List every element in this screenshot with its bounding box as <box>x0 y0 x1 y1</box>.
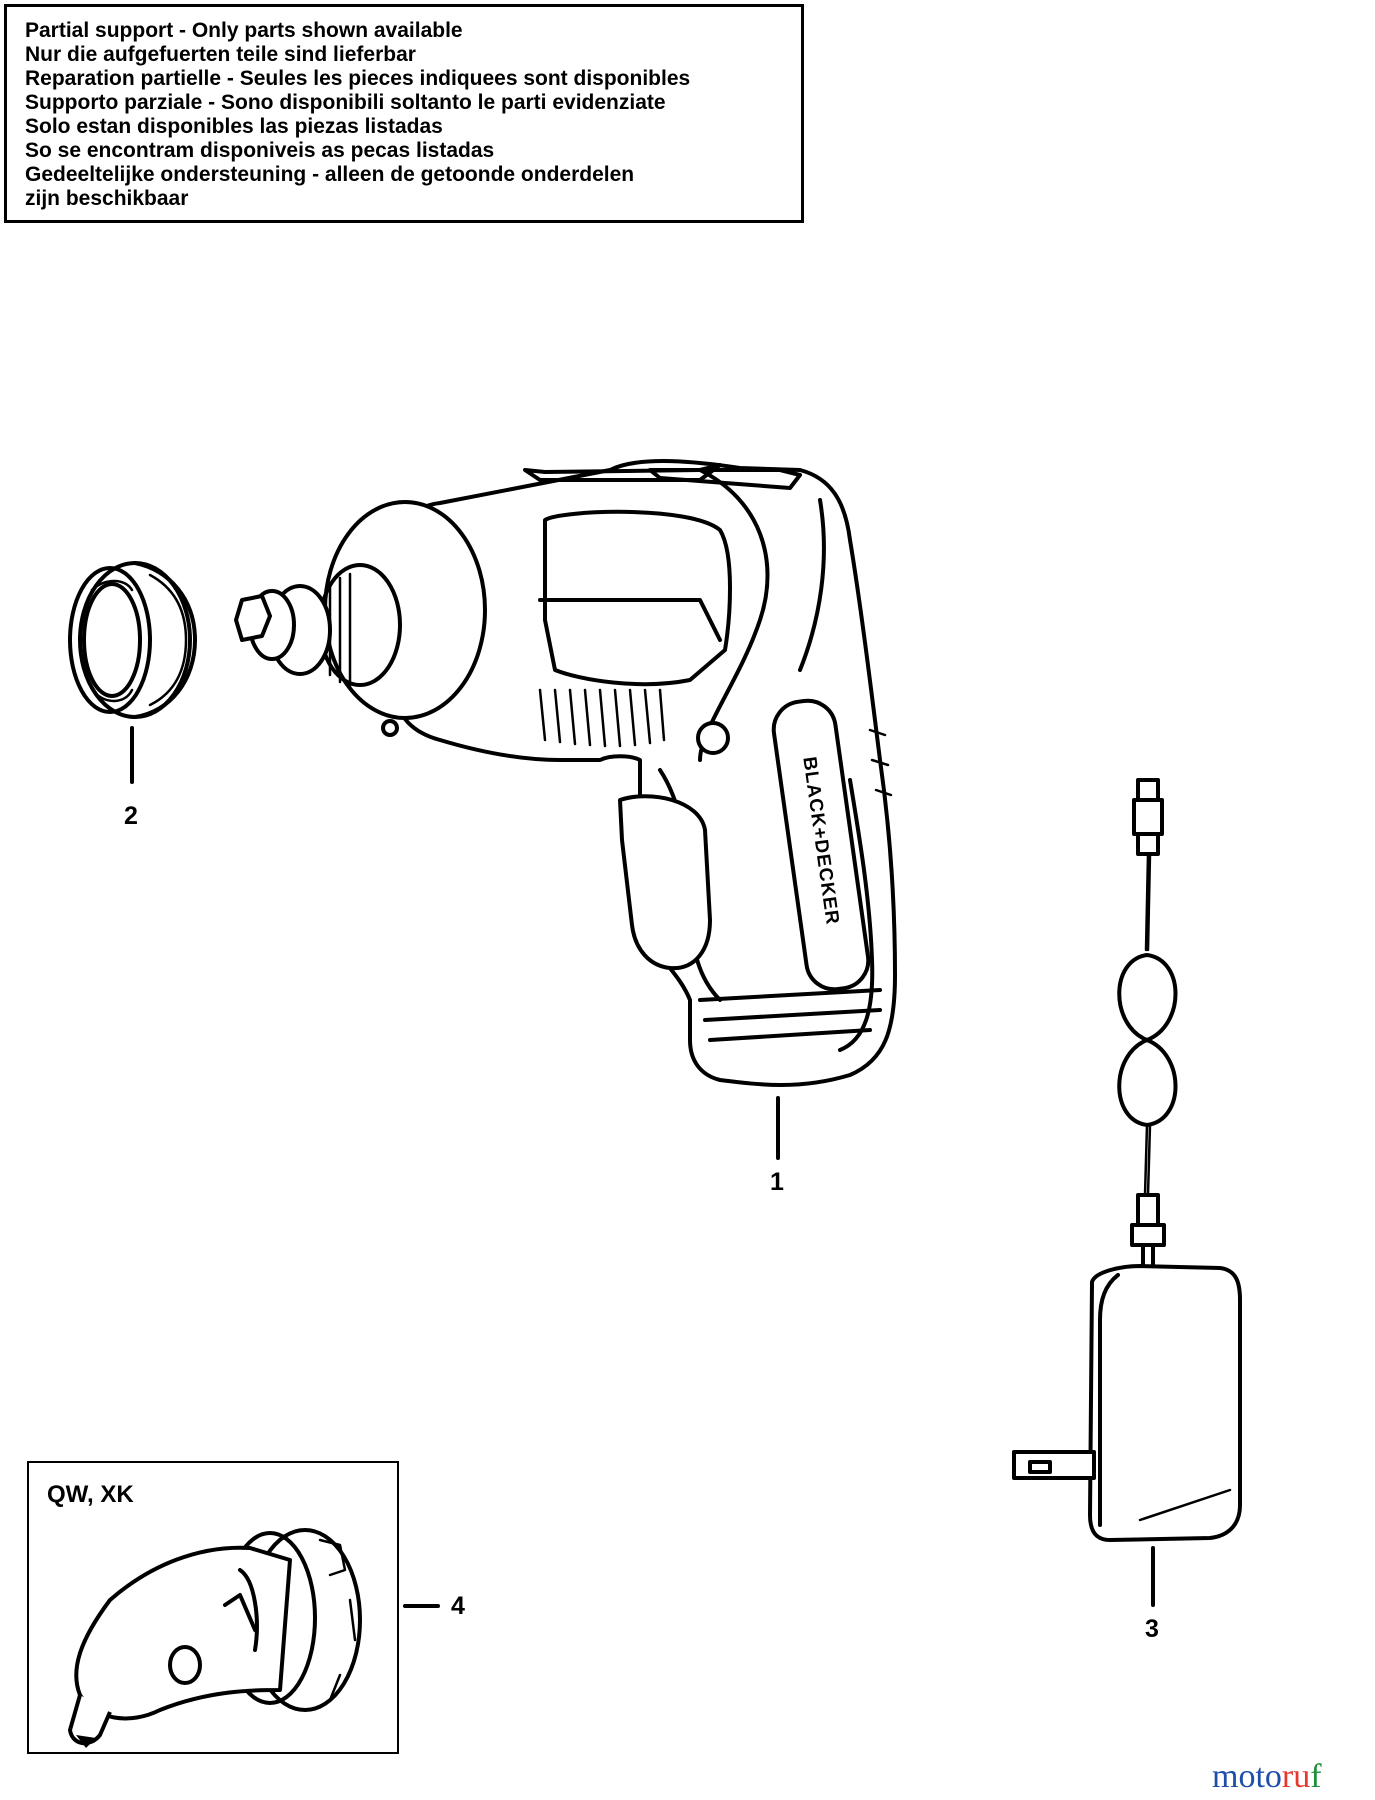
notice-line: Supporto parziale - Sono disponibili sol… <box>25 91 666 114</box>
notice-line: Partial support - Only parts shown avail… <box>25 19 463 42</box>
notice-box: Partial support - Only parts shown avail… <box>4 4 804 223</box>
variant-label: QW, XK <box>47 1481 134 1508</box>
watermark-part-2: ru <box>1281 1758 1311 1795</box>
variant-box: QW, XK <box>27 1461 399 1754</box>
callout-number-3: 3 <box>1145 1615 1159 1643</box>
watermark-part-3: f <box>1310 1758 1322 1795</box>
watermark-logo: motoruf <box>1212 1758 1322 1796</box>
notice-line: Gedeeltelijke ondersteuning - alleen de … <box>25 163 635 186</box>
screwdriver-drawing[interactable] <box>234 459 897 1087</box>
angle-attachment-drawing[interactable] <box>68 1528 362 1748</box>
charger-drawing[interactable] <box>1012 778 1242 1542</box>
callout-number-2: 2 <box>124 802 138 830</box>
collar-ring-drawing[interactable] <box>68 561 197 719</box>
watermark-part-1: moto <box>1212 1758 1282 1795</box>
notice-line: Reparation partielle - Seules les pieces… <box>25 67 691 90</box>
notice-line: Solo estan disponibles las piezas listad… <box>25 115 443 138</box>
notice-line: So se encontram disponiveis as pecas lis… <box>25 139 495 162</box>
callout-number-4: 4 <box>451 1592 465 1620</box>
notice-line: Nur die aufgefuerten teile sind lieferba… <box>25 43 416 66</box>
callout-number-1: 1 <box>770 1168 784 1196</box>
notice-line: zijn beschikbaar <box>25 187 189 210</box>
